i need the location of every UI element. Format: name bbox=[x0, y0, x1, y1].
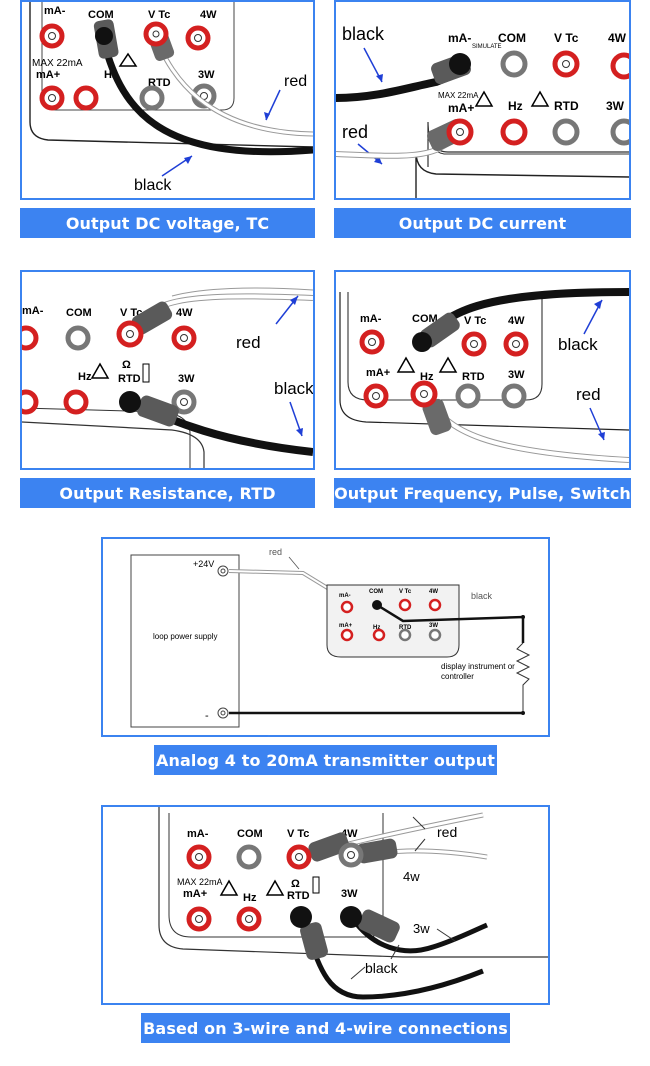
label-display-2: controller bbox=[441, 672, 474, 681]
label-com: COM bbox=[66, 307, 92, 319]
wire-label-black: black bbox=[342, 24, 385, 44]
svg-text:3W: 3W bbox=[429, 623, 438, 629]
wire-label-red: red bbox=[284, 73, 307, 90]
panel-transmitter-output: loop power supply +24V - red mA- COM V T… bbox=[101, 537, 550, 737]
warning-icon bbox=[438, 356, 458, 373]
warning-icon bbox=[219, 879, 239, 896]
svg-text:4W: 4W bbox=[429, 589, 438, 595]
label-com: COM bbox=[237, 828, 263, 840]
label-ma-minus: mA- bbox=[44, 5, 66, 17]
label-hz: Hz bbox=[78, 371, 92, 383]
label-loop-power-supply: loop power supply bbox=[153, 632, 217, 641]
label-ma-plus: mA+ bbox=[183, 888, 207, 900]
caption-dc-current: Output DC current bbox=[334, 208, 631, 238]
svg-text:mA-: mA- bbox=[339, 593, 351, 599]
label-minus: - bbox=[205, 710, 209, 722]
panel-frequency-pulse-switch: mA- COM V Tc 4W mA+ Hz RTD 3W black red bbox=[334, 270, 631, 470]
caption-resistance-rtd: Output Resistance, RTD bbox=[20, 478, 315, 508]
panel-dc-current: black red mA- SIMULATE COM V Tc 4W MAX 2… bbox=[334, 0, 631, 200]
label-ma-minus: mA- bbox=[187, 828, 209, 840]
wire-label-black: black bbox=[274, 379, 313, 398]
warning-icon bbox=[265, 879, 285, 896]
label-com: COM bbox=[88, 9, 114, 21]
svg-text:MAX 22mA: MAX 22mA bbox=[177, 877, 223, 887]
panel-3wire-4wire: mA- COM V Tc 4W MAX 22mA mA+ Hz Ω RTD 3W bbox=[101, 805, 550, 1005]
wire-label-black: black bbox=[365, 960, 399, 976]
label-ohm: Ω bbox=[291, 878, 300, 890]
label-plus-24v: +24V bbox=[193, 559, 214, 569]
svg-text:SIMULATE: SIMULATE bbox=[472, 44, 502, 50]
label-rtd: RTD bbox=[554, 99, 579, 113]
label-3w: 3W bbox=[606, 99, 625, 113]
label-ma-plus: mA+ bbox=[448, 101, 474, 115]
caption-dc-voltage-tc: Output DC voltage, TC bbox=[20, 208, 315, 238]
label-3w: 3W bbox=[341, 888, 358, 900]
label-3w: 3W bbox=[508, 369, 525, 381]
label-vtc: V Tc bbox=[554, 31, 579, 45]
warning-icon bbox=[90, 362, 110, 379]
warning-icon bbox=[396, 356, 416, 373]
label-rtd: RTD bbox=[118, 373, 141, 385]
label-hz: Hz bbox=[420, 371, 434, 383]
label-3w: 3W bbox=[198, 69, 215, 81]
label-hz: Hz bbox=[508, 99, 523, 113]
label-4w: 4W bbox=[608, 31, 627, 45]
label-ma-minus: mA- bbox=[360, 313, 382, 325]
label-max22: MAX 22mA bbox=[32, 58, 83, 69]
label-ma-plus: mA+ bbox=[366, 367, 390, 379]
warning-icon bbox=[118, 52, 138, 67]
label-ma-plus: mA+ bbox=[36, 69, 60, 81]
label-ma-minus: mA- bbox=[22, 305, 44, 317]
wire-label-red: red bbox=[269, 547, 282, 557]
wire-label-4w: 4w bbox=[403, 869, 420, 884]
label-hz: Hz bbox=[243, 892, 257, 904]
svg-text:V Tc: V Tc bbox=[399, 589, 412, 595]
svg-text:Hz: Hz bbox=[373, 625, 380, 631]
label-4w: 4W bbox=[508, 315, 525, 327]
label-ma-minus: mA- bbox=[448, 31, 471, 45]
label-3w: 3W bbox=[178, 373, 195, 385]
caption-frequency-pulse-switch: Output Frequency, Pulse, Switch bbox=[334, 478, 631, 508]
svg-text:mA+: mA+ bbox=[339, 623, 353, 629]
plug-com-black bbox=[95, 27, 113, 45]
wire-label-black: black bbox=[558, 335, 598, 354]
label-rtd: RTD bbox=[462, 371, 485, 383]
plug-rtd-black bbox=[119, 391, 141, 413]
label-4w: 4W bbox=[176, 307, 193, 319]
plug-3w-black bbox=[340, 906, 362, 928]
wire-label-3w: 3w bbox=[413, 921, 430, 936]
label-vtc: V Tc bbox=[464, 315, 486, 327]
label-com: COM bbox=[498, 31, 526, 45]
caption-3wire-4wire: Based on 3-wire and 4-wire connections bbox=[141, 1013, 510, 1043]
svg-text:COM: COM bbox=[369, 589, 383, 595]
label-display-1: display instrument or bbox=[441, 662, 515, 671]
plug-rtd-black bbox=[290, 906, 312, 928]
svg-text:MAX 22mA: MAX 22mA bbox=[438, 91, 479, 100]
label-vtc: V Tc bbox=[287, 828, 309, 840]
plug-ma-minus-black bbox=[449, 53, 471, 75]
panel-resistance-rtd: mA- COM V Tc 4W Hz Ω RTD 3W red black bbox=[20, 270, 315, 470]
plug-com-black bbox=[412, 332, 432, 352]
wire-label-red: red bbox=[236, 333, 261, 352]
warning-icon bbox=[530, 90, 550, 107]
wire-label-red: red bbox=[437, 824, 457, 840]
label-vtc: V Tc bbox=[148, 9, 170, 21]
wire-label-red: red bbox=[576, 385, 601, 404]
warning-icon bbox=[474, 90, 494, 107]
wire-label-black: black bbox=[471, 591, 493, 601]
wire-label-black: black bbox=[134, 177, 172, 194]
caption-transmitter-output: Analog 4 to 20mA transmitter output bbox=[154, 745, 497, 775]
label-rtd: RTD bbox=[287, 890, 310, 902]
svg-text:RTD: RTD bbox=[399, 625, 412, 631]
wire-label-red: red bbox=[342, 122, 368, 142]
panel-dc-voltage-tc: mA- COM V Tc 4W MAX 22mA mA+ Hz RTD 3W r… bbox=[20, 0, 315, 200]
label-4w: 4W bbox=[200, 9, 217, 21]
label-ohm: Ω bbox=[122, 359, 131, 371]
label-com: COM bbox=[412, 313, 438, 325]
